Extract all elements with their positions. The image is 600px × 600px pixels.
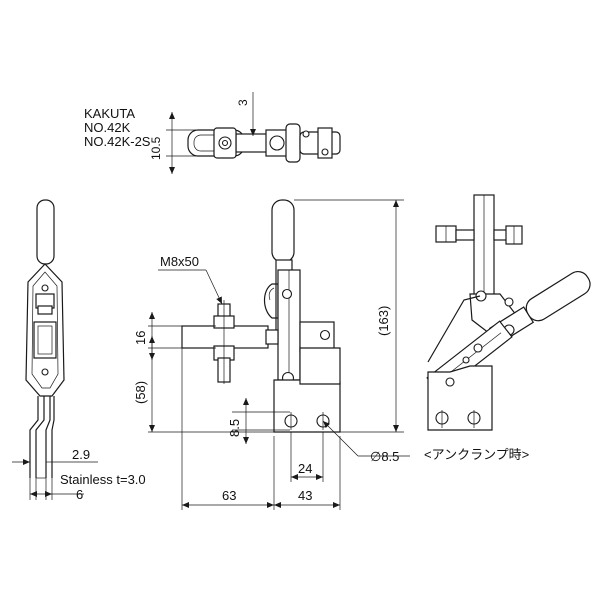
dim-plate-width: 6 [76, 487, 83, 502]
dim-slot: 8.5 [227, 419, 242, 437]
dim-top-width: 10.5 [149, 136, 163, 160]
dim-hole-diameter: ∅8.5 [370, 449, 399, 464]
title-block: KAKUTA NO.42K NO.42K-2S [84, 106, 151, 149]
model-label-2: NO.42K-2S [84, 134, 151, 149]
dim-reach: 63 [222, 488, 236, 503]
unclamped-view: <アンクランプ時> [424, 194, 591, 462]
top-view: 10.5 3 [149, 92, 341, 174]
material-spec: Stainless t=3.0 [60, 472, 146, 487]
dim-base-length: 43 [298, 488, 312, 503]
side-view: 2.9 Stainless t=3.0 6 [12, 199, 146, 502]
front-view: (163) M8x50 16 (58) 8.5 ∅8.5 24 [133, 199, 410, 510]
dim-plate-offset: 2.9 [72, 447, 90, 462]
dim-hole-pitch: 24 [298, 461, 312, 476]
dim-top-offset: 3 [236, 99, 250, 106]
clamp-state-label: <アンクランプ時> [424, 447, 529, 462]
dim-spindle-height: (58) [133, 381, 148, 404]
maker-label: KAKUTA [84, 106, 135, 121]
model-label-1: NO.42K [84, 120, 131, 135]
bolt-spec-label: M8x50 [160, 254, 199, 269]
dim-total-height: (163) [376, 306, 391, 336]
dim-spindle-size: 16 [133, 331, 148, 345]
